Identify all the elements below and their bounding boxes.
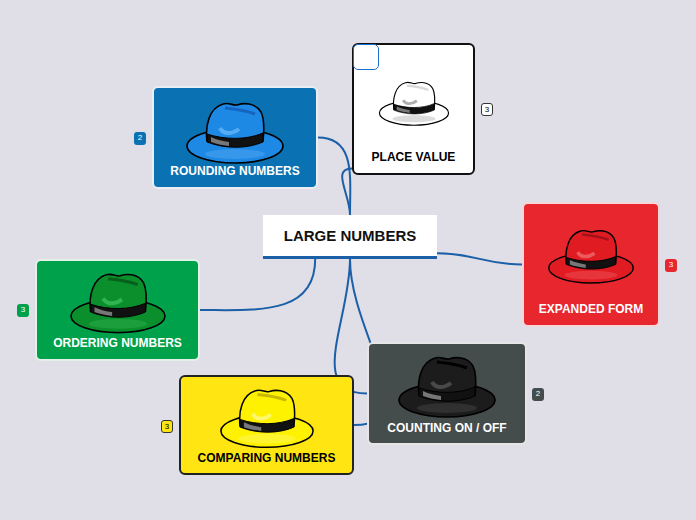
topic-box: ORDERING NUMBERS [35, 259, 200, 361]
count-badge: 2 [532, 388, 544, 401]
count-badge: 3 [161, 420, 173, 433]
count-badge: 2 [134, 132, 146, 145]
topic-label: ORDERING NUMBERS [53, 336, 182, 350]
hat-illustration [547, 224, 635, 286]
branch-line [318, 138, 350, 216]
topic-label: COUNTING ON / OFF [387, 421, 506, 435]
topic-label: LARGE NUMBERS [284, 227, 417, 244]
count-badge: 3 [481, 103, 493, 116]
topic-label: COMPARING NUMBERS [198, 451, 336, 465]
topic-box: COMPARING NUMBERS [179, 375, 354, 475]
topic-box: ROUNDING NUMBERS [152, 86, 318, 189]
hat-illustration [185, 96, 285, 166]
hat-illustration [378, 77, 450, 127]
topic-box: COUNTING ON / OFF [367, 342, 527, 445]
branch-line [437, 253, 522, 264]
hat-illustration [69, 267, 167, 336]
topic-box: PLACE VALUE [352, 43, 475, 175]
central-topic: LARGE NUMBERS [263, 215, 437, 259]
hat-illustration [397, 350, 497, 420]
topic-label: EXPANDED FORM [539, 302, 643, 316]
count-badge: 3 [665, 259, 677, 272]
count-badge: 3 [17, 304, 29, 317]
topic-label: PLACE VALUE [372, 150, 456, 164]
hat-illustration [219, 383, 315, 450]
topic-box: EXPANDED FORM [522, 202, 660, 327]
corner-marker [353, 44, 379, 70]
branch-line [200, 259, 315, 310]
topic-label: ROUNDING NUMBERS [170, 164, 299, 178]
